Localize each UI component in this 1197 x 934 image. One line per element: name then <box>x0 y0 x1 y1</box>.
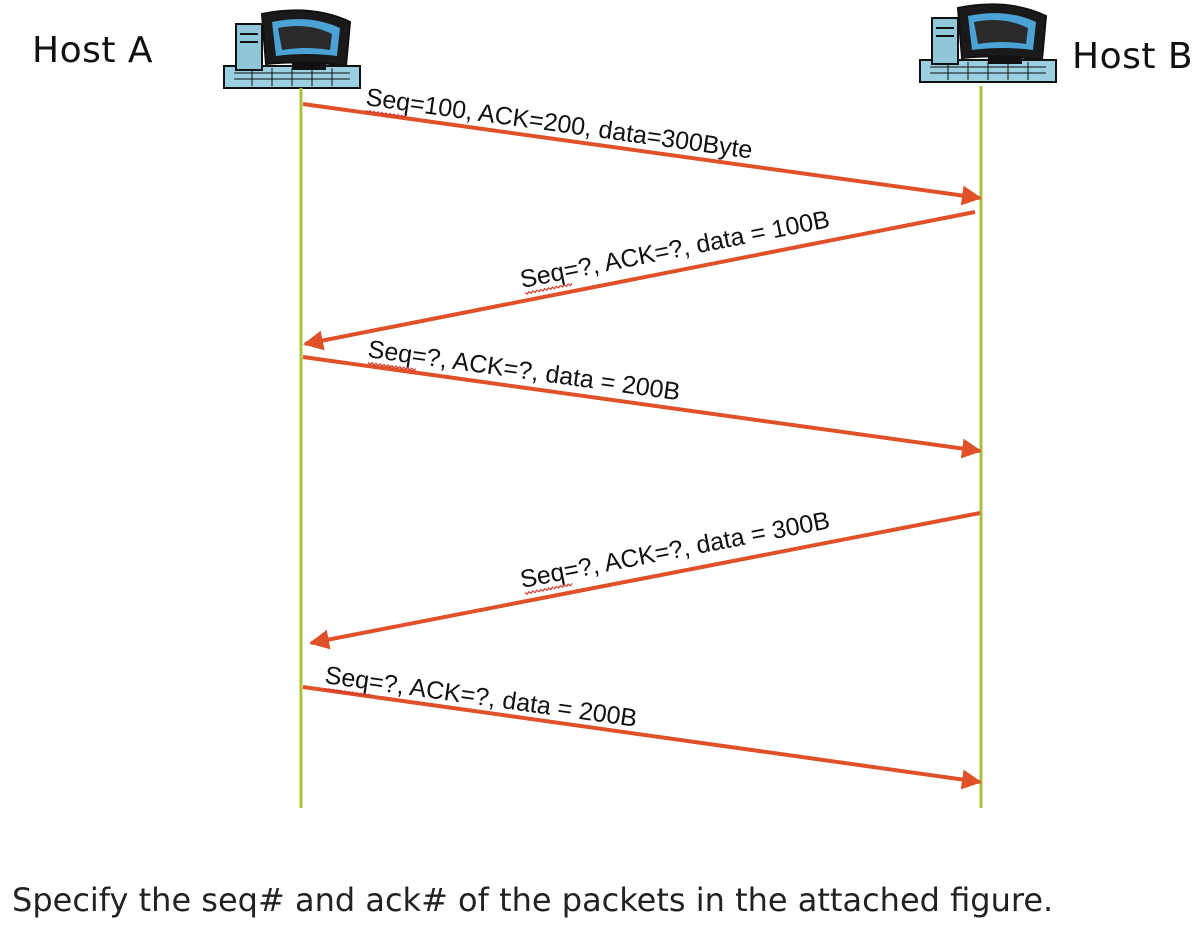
message-arrow <box>303 210 976 351</box>
spellcheck-squiggle <box>524 583 573 595</box>
spellcheck-squiggle <box>365 109 407 119</box>
host-a-label: Host A <box>32 30 154 71</box>
host-b-label: Host B <box>1072 36 1194 77</box>
computer-icon <box>223 9 361 89</box>
spellcheck-squiggle <box>324 687 374 698</box>
computer-icon <box>919 3 1057 83</box>
message-label: Seq=100, ACK=200, data=300Byte <box>364 83 754 164</box>
spellcheck-squiggle <box>367 361 417 372</box>
question-text: Specify the seq# and ack# of the packets… <box>12 881 1054 919</box>
message-arrow <box>302 685 982 790</box>
spellcheck-squiggle <box>524 282 573 295</box>
message-arrow <box>302 102 982 206</box>
message-arrow <box>309 511 981 650</box>
message-arrow <box>302 355 982 459</box>
